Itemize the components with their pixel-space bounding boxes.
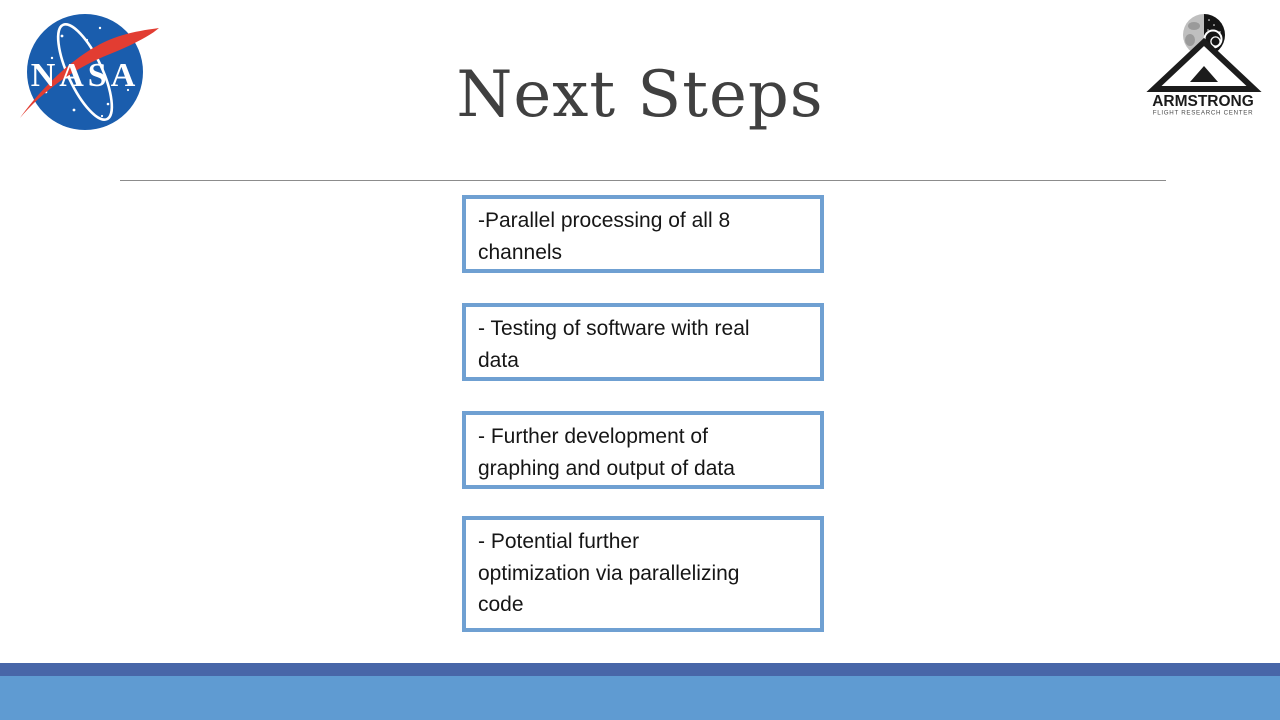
armstrong-logo-icon: ARMSTRONG FLIGHT RESEARCH CENTER <box>1146 14 1262 117</box>
nasa-wordmark: NASA <box>31 57 140 94</box>
nasa-logo-icon: NASA <box>20 14 159 130</box>
armstrong-mountain <box>1146 37 1262 92</box>
nasa-orbit <box>56 23 114 121</box>
armstrong-mountain-peak <box>1190 66 1218 82</box>
content-box-optimization: - Potential further optimization via par… <box>462 516 824 632</box>
footer-accent-bar <box>0 663 1280 676</box>
content-box-further-development: - Further development of graphing and ou… <box>462 411 824 489</box>
armstrong-subtitle: FLIGHT RESEARCH CENTER <box>1153 110 1254 117</box>
armstrong-moon-crescent <box>1210 36 1221 47</box>
nasa-red-vector <box>20 28 159 118</box>
armstrong-title: ARMSTRONG <box>1152 93 1254 110</box>
title-divider <box>120 180 1166 181</box>
slide-title: Next Steps <box>456 58 824 132</box>
footer-band <box>0 676 1280 720</box>
content-box-testing: - Testing of software with real data <box>462 303 824 381</box>
content-box-parallel-processing: -Parallel processing of all 8 channels <box>462 195 824 273</box>
